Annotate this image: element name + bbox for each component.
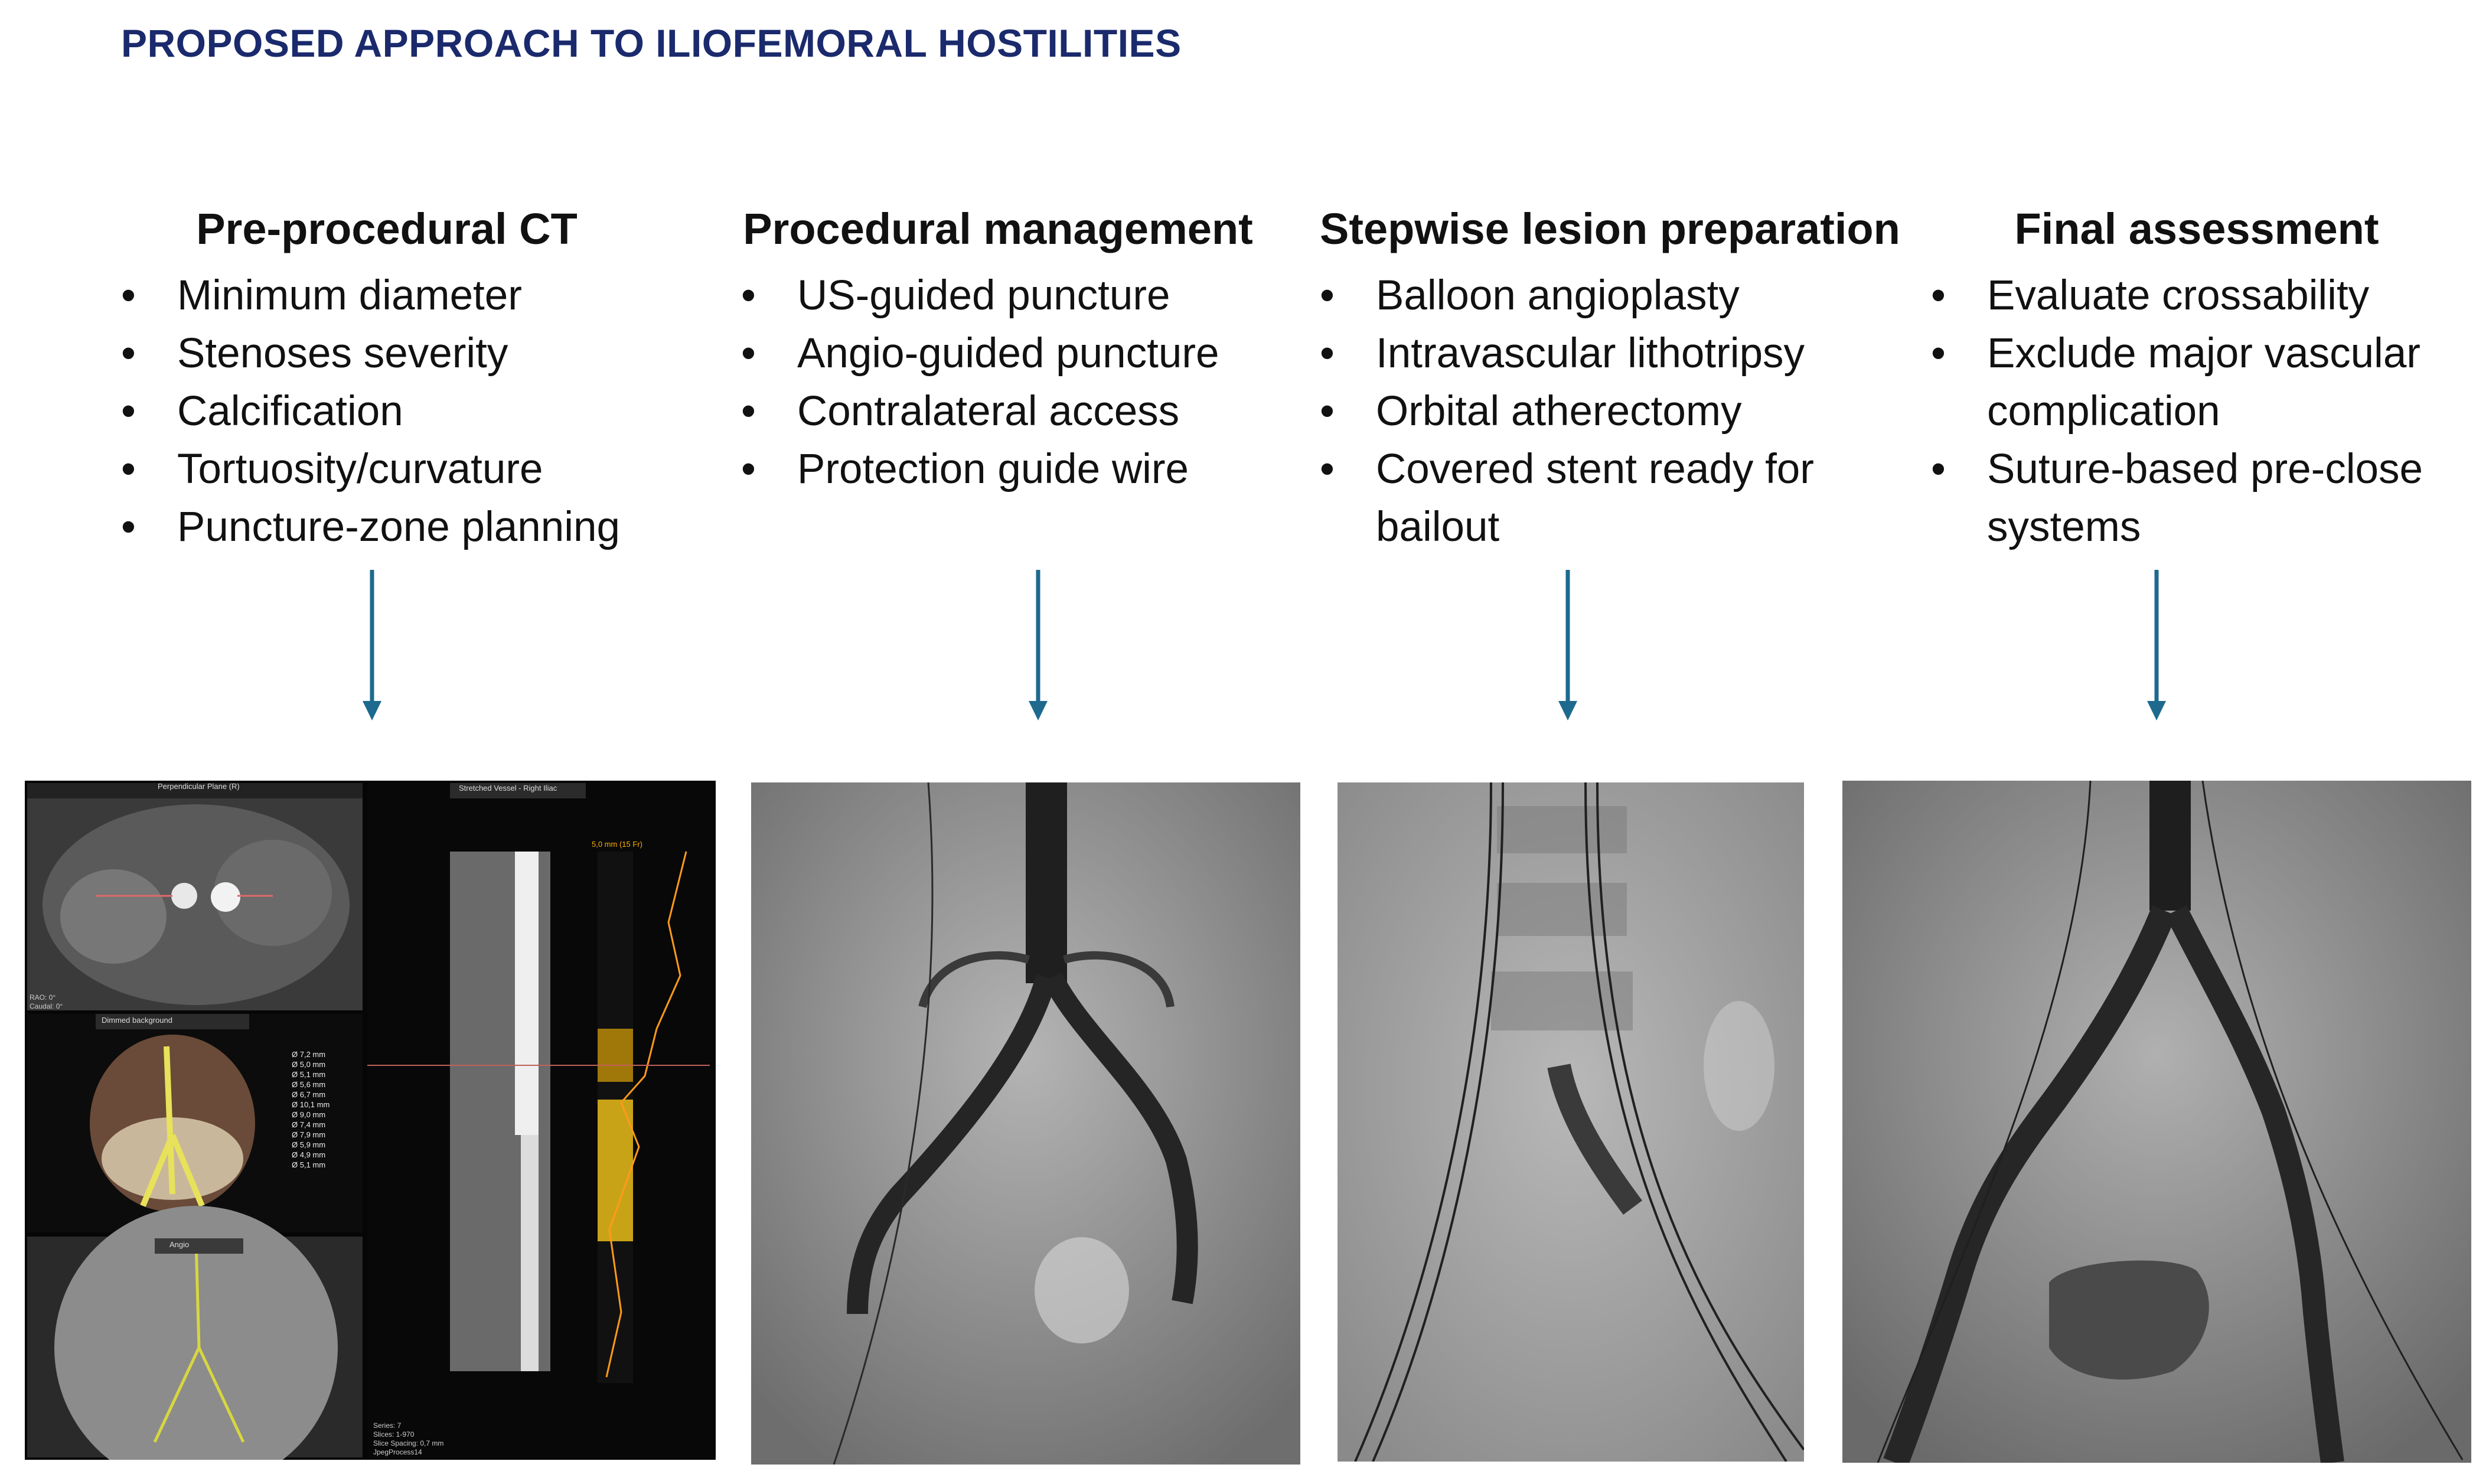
angle-readout: Caudal: 0° [30,1002,63,1010]
bullet-icon: • [1931,330,1946,377]
list-item: •Evaluate crossability [1931,267,2462,325]
angiogram-lesion-prep-image [1338,782,1804,1462]
dropdown-label: Angio [169,1240,190,1249]
list-item: systems [1987,504,2141,550]
list-item: •Balloon angioplasty [1320,267,1887,325]
list-item: •Puncture-zone planning [121,498,653,556]
bullet-list: •US-guided puncture •Angio-guided punctu… [741,267,1255,498]
bullet-icon: • [741,388,756,435]
bullet-icon: • [121,272,136,319]
bullet-icon: • [1320,388,1335,435]
column-final-assessment: Final assessment •Evaluate crossability … [1931,204,2462,556]
list-item: •Tortuosity/curvature [121,441,653,498]
bullet-icon: • [741,272,756,319]
bullet-icon: • [741,446,756,493]
list-item: •Minimum diameter [121,267,653,325]
bullet-icon: • [1320,330,1335,377]
list-item: •Covered stent ready for [1320,441,1887,498]
bullet-icon: • [121,388,136,435]
viewport-label: Stretched Vessel - Right Iliac [459,784,557,792]
list-item: •Angio-guided puncture [741,325,1255,383]
bullet-icon: • [1320,272,1335,319]
viewport-label: Perpendicular Plane (R) [158,782,240,791]
angiogram-procedural-image [751,782,1300,1465]
list-item: •US-guided puncture [741,267,1255,325]
column-heading: Stepwise lesion preparation [1320,204,1900,253]
down-arrow-icon [1029,570,1048,720]
down-arrow-icon [363,570,381,720]
bullet-icon: • [1931,272,1946,319]
angle-readout: RAO: 0° [30,993,56,1002]
process-readout: JpegProcess14 [373,1448,422,1456]
list-item: •Protection guide wire [741,441,1255,498]
list-item: •Suture-based pre-close [1931,441,2462,498]
page-title: PROPOSED APPROACH TO ILIOFEMORAL HOSTILI… [121,21,1182,65]
bullet-icon: • [1320,446,1335,493]
list-item: •Contralateral access [741,383,1255,441]
bullet-icon: • [121,330,136,377]
bullet-list: •Balloon angioplasty •Intravascular lith… [1320,267,1887,556]
spacing-readout: Slice Spacing: 0,7 mm [373,1439,444,1447]
list-item: •Orbital atherectomy [1320,383,1887,441]
series-readout: Series: 7 [373,1421,402,1430]
column-stepwise-lesion-preparation: Stepwise lesion preparation •Balloon ang… [1320,204,1900,556]
bullet-icon: • [121,504,136,550]
bullet-list: •Minimum diameter •Stenoses severity •Ca… [121,267,653,556]
column-pre-procedural-ct: Pre-procedural CT •Minimum diameter •Ste… [121,204,653,556]
down-arrow-icon [1558,570,1577,720]
bullet-icon: • [121,446,136,493]
slices-readout: Slices: 1-970 [373,1430,415,1439]
list-item: •Stenoses severity [121,325,653,383]
column-heading: Final assessment [2014,204,2379,253]
ct-workstation-image: Perpendicular Plane (R) Stretched Vessel… [25,781,716,1460]
diameter-readout: 5,0 mm (15 Fr) [592,840,642,849]
list-item: •Calcification [121,383,653,441]
diameter-list: Ø 7,2 mm Ø 5,0 mm Ø 5,1 mm Ø 5,6 mm Ø 6,… [292,1050,330,1169]
column-procedural-management: Procedural management •US-guided punctur… [741,204,1255,498]
bullet-icon: • [1931,446,1946,493]
bullet-icon: • [741,330,756,377]
column-heading: Pre-procedural CT [196,204,578,253]
angiogram-final-image [1842,781,2471,1463]
column-heading: Procedural management [743,204,1253,253]
list-item: •Intravascular lithotripsy [1320,325,1887,383]
down-arrow-icon [2147,570,2166,720]
list-item: complication [1987,388,2220,435]
bullet-list: •Evaluate crossability •Exclude major va… [1931,267,2462,556]
list-item: •Exclude major vascular [1931,325,2462,383]
list-item: bailout [1376,504,1500,550]
dropdown-label: Dimmed background [102,1016,172,1025]
